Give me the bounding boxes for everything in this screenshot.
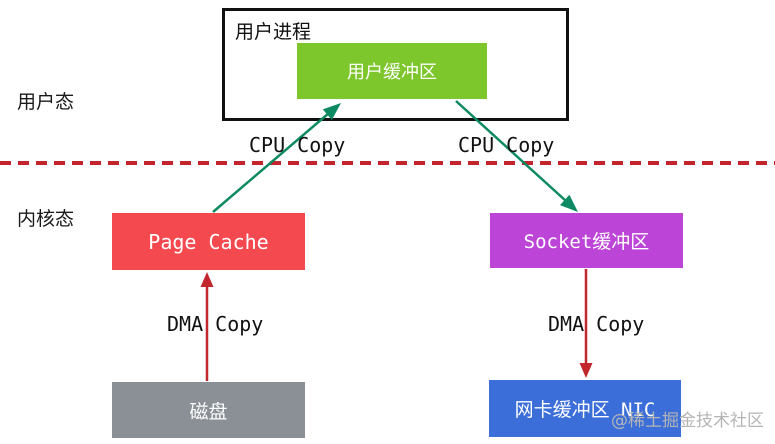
cpu-copy-label-left: CPU Copy bbox=[249, 133, 346, 157]
dma-copy-arrow-right-head bbox=[579, 363, 593, 378]
socket-buffer-box: Socket缓冲区 bbox=[490, 213, 683, 268]
user-mode-label: 用户态 bbox=[17, 91, 75, 113]
cpu-copy-label-right: CPU Copy bbox=[458, 133, 555, 157]
cpu-copy-arrow-right-head bbox=[560, 194, 578, 212]
dma-copy-label-right: DMA Copy bbox=[548, 312, 645, 336]
user-process-label: 用户进程 bbox=[235, 21, 312, 43]
cpu-copy-arrow-left-line bbox=[212, 112, 330, 213]
kernel-mode-label: 内核态 bbox=[17, 208, 75, 230]
nic-buffer-box: 网卡缓冲区 NIC bbox=[489, 380, 681, 437]
watermark: @稀土掘金技术社区 bbox=[611, 411, 764, 431]
dma-copy-label-left: DMA Copy bbox=[167, 312, 264, 336]
user-buffer-box: 用户缓冲区 bbox=[297, 43, 487, 99]
user-process-box: 用户进程 用户缓冲区 bbox=[222, 8, 569, 121]
page-cache-box: Page Cache bbox=[112, 213, 305, 270]
disk-box: 磁盘 bbox=[112, 382, 305, 438]
dma-copy-arrow-left-head bbox=[200, 272, 214, 287]
